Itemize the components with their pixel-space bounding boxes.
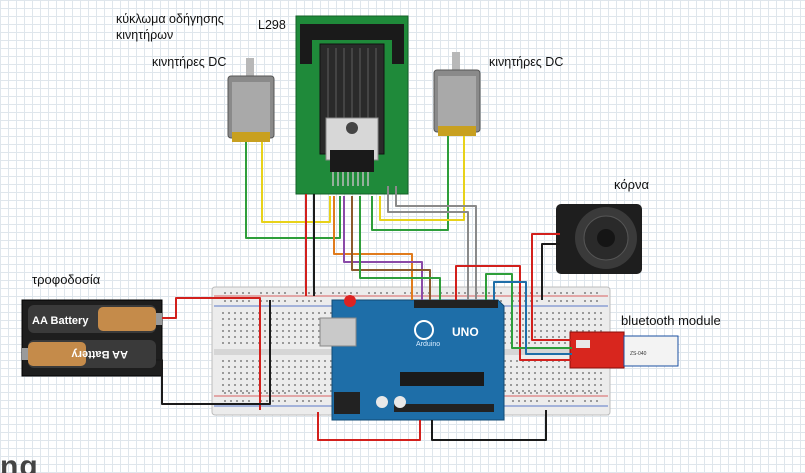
wires: [156, 136, 572, 441]
cut-off-text: ng: [0, 450, 39, 473]
bluetooth-module: ZS-040: [569, 331, 679, 369]
dc-motor-left: [227, 58, 275, 142]
battery-bottom-label: AA Battery: [71, 348, 128, 360]
arduino-brand: UNO: [452, 325, 479, 339]
arduino-sub: Arduino: [416, 341, 440, 348]
bluetooth-label: bluetooth module: [621, 313, 721, 328]
speaker: [556, 204, 642, 274]
driver-title-line1: κύκλωμα οδήγησης: [116, 12, 224, 26]
arduino-uno: UNO Arduino: [319, 295, 505, 421]
driver-chip-label: L298: [258, 18, 286, 32]
driver-title-line2: κινητήρων: [116, 28, 174, 42]
battery-pack: [21, 299, 163, 377]
motor-driver-board: [295, 15, 409, 195]
bt-chip-label: ZS-040: [630, 351, 647, 357]
motor-right-label: κινητήρες DC: [489, 55, 564, 69]
battery-top-label: AA Battery: [32, 315, 89, 327]
motor-left-label: κινητήρες DC: [152, 55, 227, 69]
power-label: τροφοδοσία: [32, 272, 101, 287]
speaker-label: κόρνα: [614, 177, 649, 192]
dc-motor-right: [433, 52, 481, 136]
